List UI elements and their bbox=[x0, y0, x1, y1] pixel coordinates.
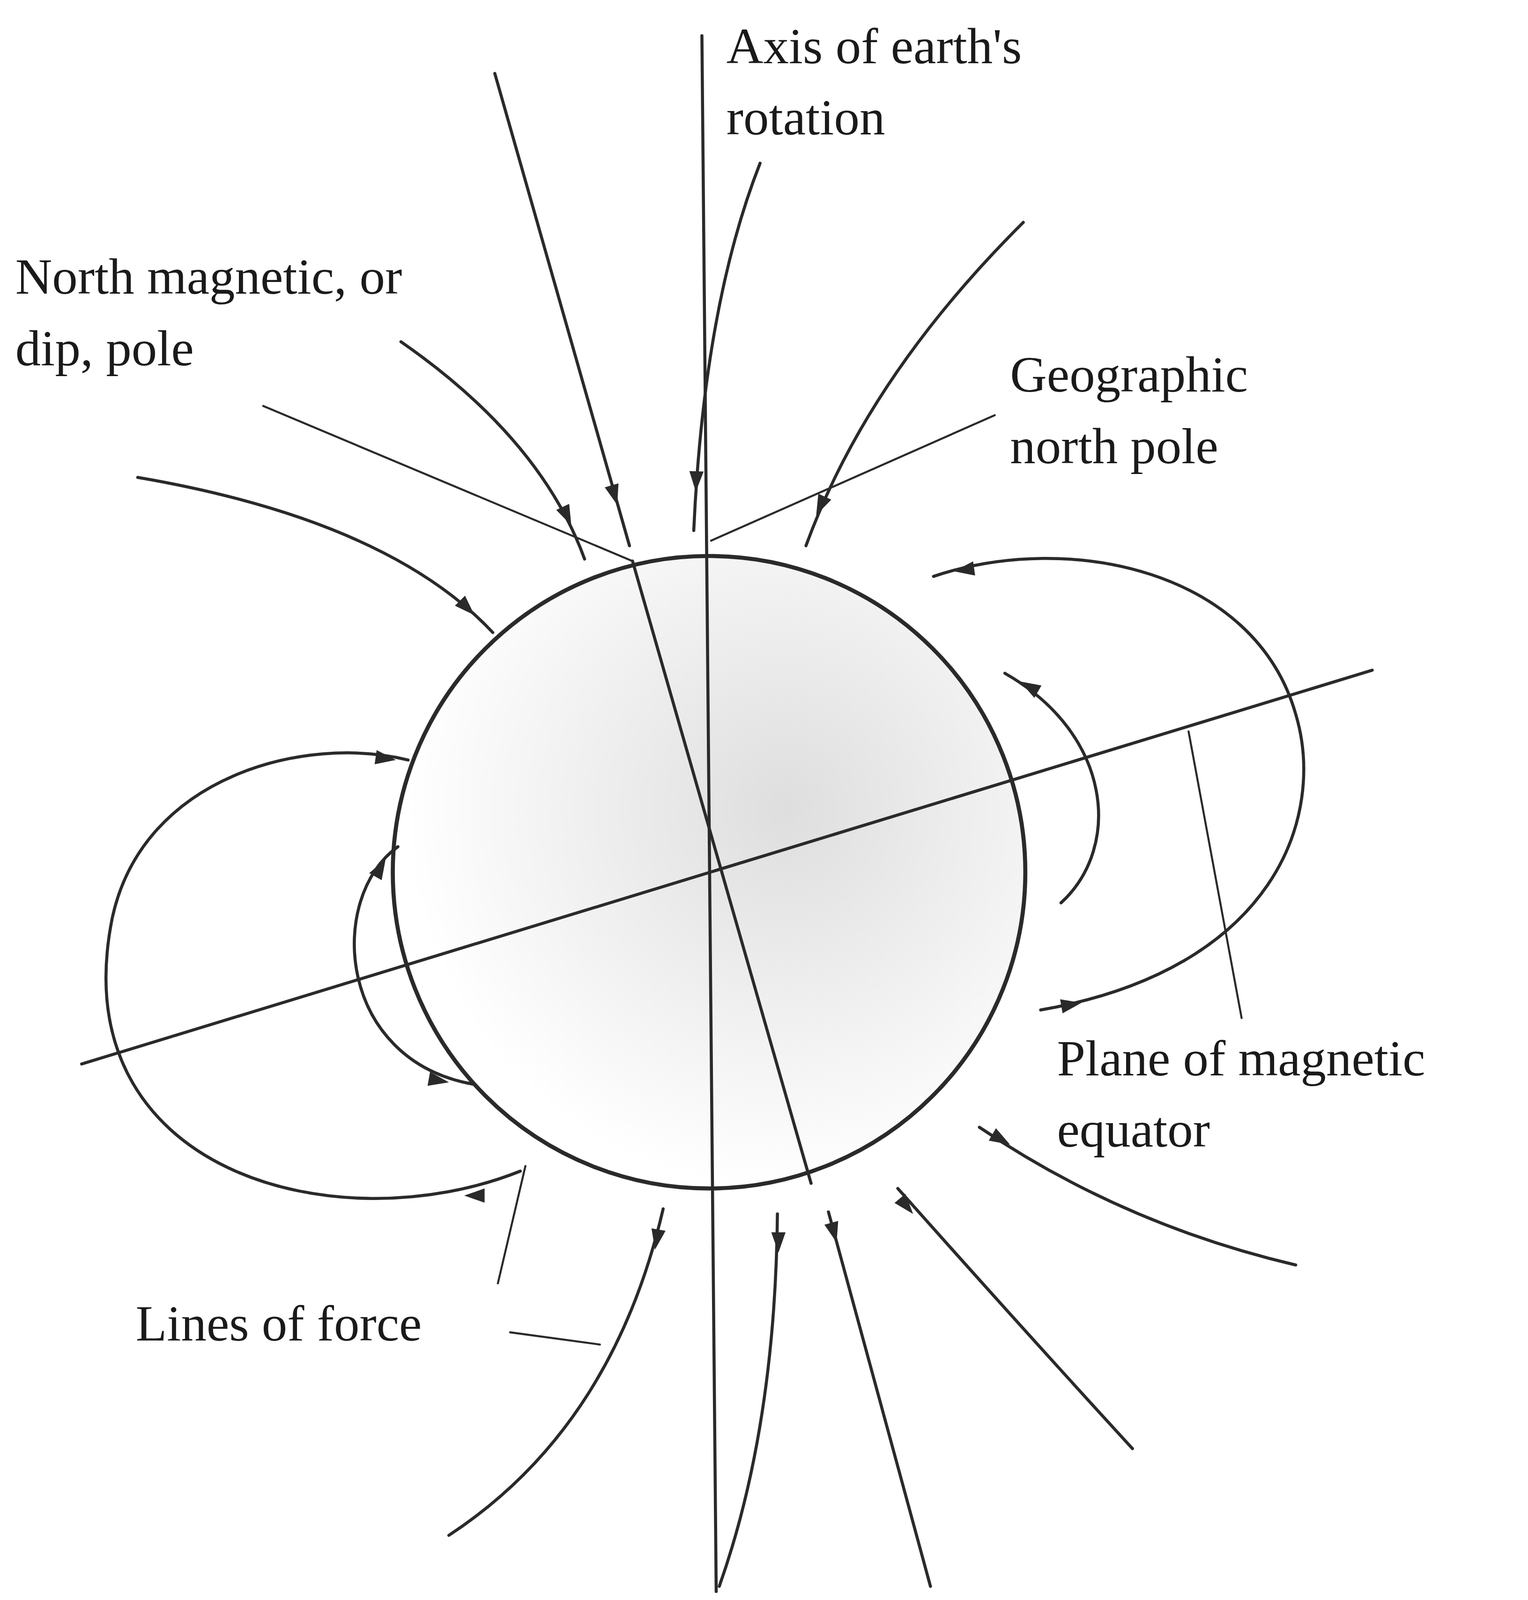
leader-line bbox=[1188, 731, 1242, 1019]
field-arrows bbox=[369, 471, 1083, 1254]
pole-label: Geographic north pole bbox=[1009, 338, 1316, 482]
leader-line bbox=[711, 415, 995, 541]
leader-line bbox=[510, 1332, 601, 1345]
magnetic-axis bbox=[632, 561, 811, 1184]
magnetic-equator bbox=[81, 670, 1373, 1065]
equator-label: Plane of magnetic equator bbox=[1056, 1022, 1516, 1165]
leader-line bbox=[497, 1165, 526, 1284]
axis-label: Axis of earth's rotation bbox=[726, 10, 1135, 154]
pole-label: North magnetic, or dip, pole bbox=[15, 240, 455, 384]
field-label: Lines of force bbox=[135, 1287, 423, 1359]
